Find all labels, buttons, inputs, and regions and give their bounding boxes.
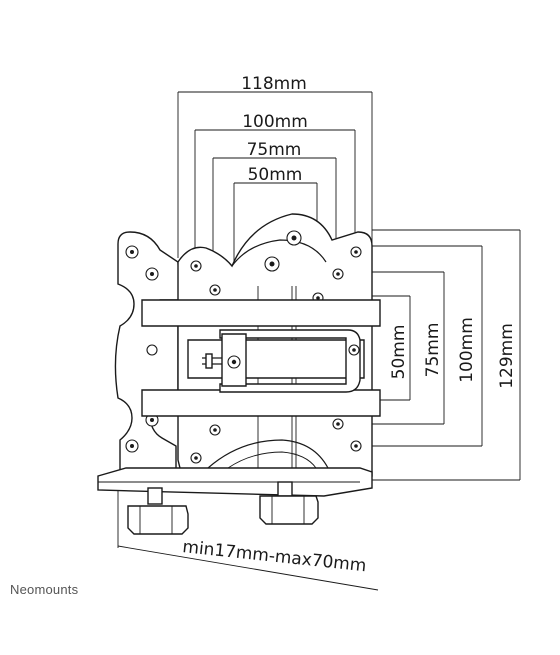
width-dimensions (177, 91, 373, 306)
cross-bars (141, 299, 381, 417)
vesa-plate-back (114, 231, 181, 481)
dim-100mm: 100mm (242, 112, 308, 132)
brand-logo-text: Neomounts (10, 582, 79, 597)
foot-left (127, 487, 189, 535)
dim-75mm: 75mm (247, 140, 302, 160)
foot-right (259, 481, 319, 525)
dim-height-129mm: 129mm (497, 323, 517, 389)
dim-height-50mm: 50mm (389, 325, 409, 380)
clamp-range-dimension (117, 490, 379, 591)
dim-clamp-range: min17mm-max70mm (181, 537, 367, 576)
dim-118mm: 118mm (241, 74, 307, 94)
clamp-bracket (187, 329, 365, 393)
base-tray (97, 439, 373, 497)
height-dimensions (320, 229, 521, 481)
dim-50mm: 50mm (248, 165, 303, 185)
dim-height-100mm: 100mm (457, 317, 477, 383)
dim-height-75mm: 75mm (423, 323, 443, 378)
